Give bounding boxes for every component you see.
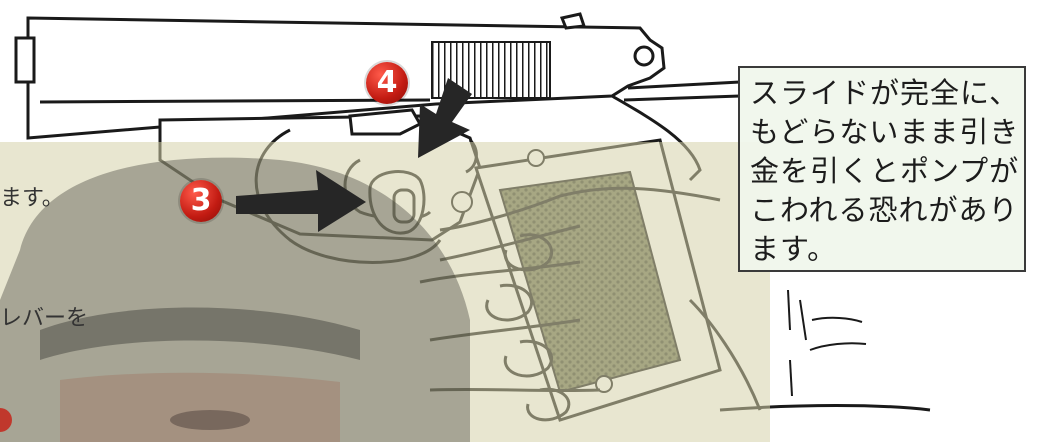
callout-line-3: 金を引くとポンプが [750,152,1014,191]
step-marker-4: 4 [366,62,408,104]
callout-line-2: もどらないまま引き [750,113,1014,152]
background-text-fragment-1: ます。 [0,180,64,212]
callout-line-5: ます。 [750,230,1014,269]
warning-callout: スライドが完全に、 もどらないまま引き 金を引くとポンプが こわれる恐れがあり … [738,66,1026,272]
callout-line-4: こわれる恐れがあり [750,191,1014,230]
background-text-fragment-2: レバーを [0,300,88,332]
callout-line-1: スライドが完全に、 [750,74,1014,113]
step-marker-3: 3 [180,180,222,222]
